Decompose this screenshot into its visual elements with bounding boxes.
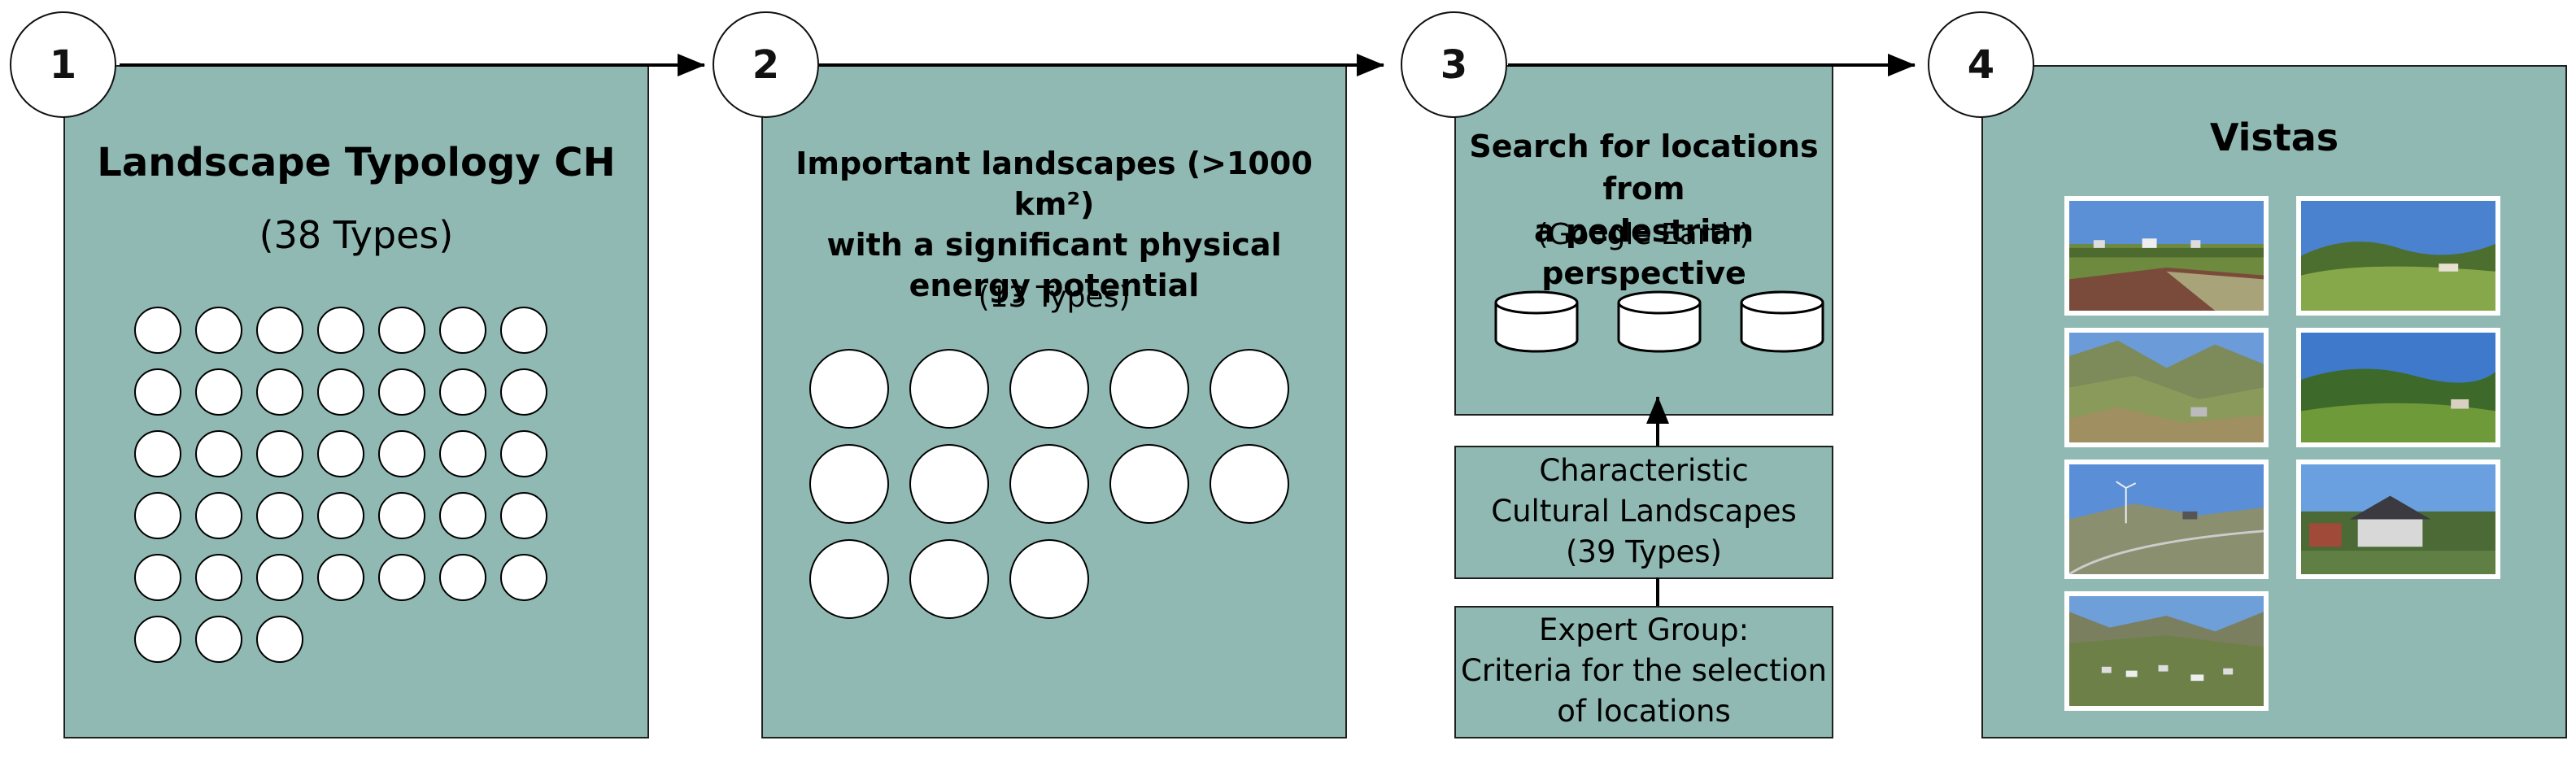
panel3-title-line1: Search for locations from — [1469, 129, 1819, 207]
vista-photo-alpine-valley — [2064, 328, 2269, 447]
type-circle — [500, 368, 547, 416]
type-circle — [256, 492, 303, 539]
type-circle — [195, 616, 242, 663]
step-3-circle: 3 — [1401, 11, 1507, 118]
type-circle — [134, 554, 181, 601]
type-circle — [134, 368, 181, 416]
type-circle — [317, 307, 364, 354]
database-icon — [1494, 290, 1579, 353]
expert-line3: of locations — [1557, 694, 1731, 729]
type-circle — [317, 368, 364, 416]
cultural-line1: Characteristic — [1539, 453, 1749, 488]
vista-photo-green-hills-farm — [2296, 196, 2500, 316]
panel2-title-line2: with a significant physical — [826, 227, 1282, 263]
type-circle — [195, 307, 242, 354]
type-circle — [195, 430, 242, 477]
step-4-number: 4 — [1967, 41, 1995, 88]
type-circle-large — [909, 444, 989, 524]
panel1-title: Landscape Typology CH — [97, 140, 616, 185]
vista-photo-village-rooftops — [2296, 460, 2500, 579]
type-circle — [134, 430, 181, 477]
database-icon — [1740, 290, 1824, 353]
box-expert-group — [1454, 606, 1833, 738]
vista-photo-green-meadow-hills — [2296, 328, 2500, 447]
type-circle — [439, 430, 486, 477]
panel1-subtitle: (38 Types) — [259, 213, 454, 257]
panel2-title-line3: energy potential — [909, 268, 1200, 303]
type-circle — [378, 430, 425, 477]
vista-photo-wind-turbine-pass — [2064, 460, 2269, 579]
type-circle — [500, 307, 547, 354]
step-2-circle: 2 — [713, 11, 819, 118]
vista-photo-farmland-village — [2064, 196, 2269, 316]
step-3-number: 3 — [1440, 41, 1468, 88]
type-circle — [195, 492, 242, 539]
box-cultural-landscapes-text: Characteristic Cultural Landscapes (39 T… — [1454, 451, 1833, 573]
type-circle-large — [1210, 444, 1289, 524]
vista-photo-valley-town — [2064, 591, 2269, 711]
step-2-number: 2 — [752, 41, 780, 88]
type-circle — [256, 368, 303, 416]
step-1-circle: 1 — [10, 11, 116, 118]
type-circle — [439, 554, 486, 601]
type-circle-large — [909, 349, 989, 429]
type-circle — [195, 554, 242, 601]
panel2-title: Important landscapes (>1000 km²) with a … — [761, 143, 1347, 306]
type-circle — [439, 307, 486, 354]
type-circle-large — [1009, 539, 1089, 619]
type-circle — [256, 554, 303, 601]
database-icon — [1617, 290, 1702, 353]
panel3-title: Search for locations from a pedestrian p… — [1454, 125, 1833, 294]
type-circle — [317, 492, 364, 539]
type-circle — [256, 616, 303, 663]
type-circle — [134, 307, 181, 354]
type-circle — [378, 492, 425, 539]
expert-line1: Expert Group: — [1538, 612, 1750, 647]
type-circle — [134, 616, 181, 663]
type-circle-large — [809, 349, 889, 429]
type-circle — [134, 492, 181, 539]
type-circle — [378, 307, 425, 354]
type-circle-large — [1210, 349, 1289, 429]
box-cultural-landscapes — [1454, 446, 1833, 579]
type-circle — [500, 554, 547, 601]
type-circle — [439, 492, 486, 539]
type-circle — [317, 430, 364, 477]
panel2-subtitle: (13 Types) — [978, 281, 1131, 314]
type-circle — [378, 554, 425, 601]
step-4-circle: 4 — [1928, 11, 2034, 118]
type-circle — [500, 492, 547, 539]
box-expert-group-text: Expert Group: Criteria for the selection… — [1454, 610, 1833, 732]
type-circle-large — [909, 539, 989, 619]
type-circle — [378, 368, 425, 416]
panel3-title-line2: a pedestrian perspective — [1533, 213, 1754, 291]
type-circle-large — [1009, 444, 1089, 524]
type-circle — [256, 430, 303, 477]
type-circle-large — [809, 444, 889, 524]
type-circle-large — [1109, 444, 1189, 524]
panel4-title: Vistas — [2209, 115, 2339, 159]
panel3-subtitle: (Google Earth) — [1536, 218, 1751, 251]
cultural-line2: Cultural Landscapes — [1491, 494, 1797, 529]
cultural-line3: (39 Types) — [1566, 534, 1722, 569]
type-circle — [256, 307, 303, 354]
panel2-title-line1: Important landscapes (>1000 km²) — [795, 146, 1313, 222]
type-circle — [439, 368, 486, 416]
expert-line2: Criteria for the selection — [1461, 653, 1827, 688]
type-circle-large — [1109, 349, 1189, 429]
type-circle-large — [1009, 349, 1089, 429]
type-circle — [500, 430, 547, 477]
step-1-number: 1 — [49, 41, 77, 88]
type-circle — [317, 554, 364, 601]
type-circle-large — [809, 539, 889, 619]
type-circle — [195, 368, 242, 416]
